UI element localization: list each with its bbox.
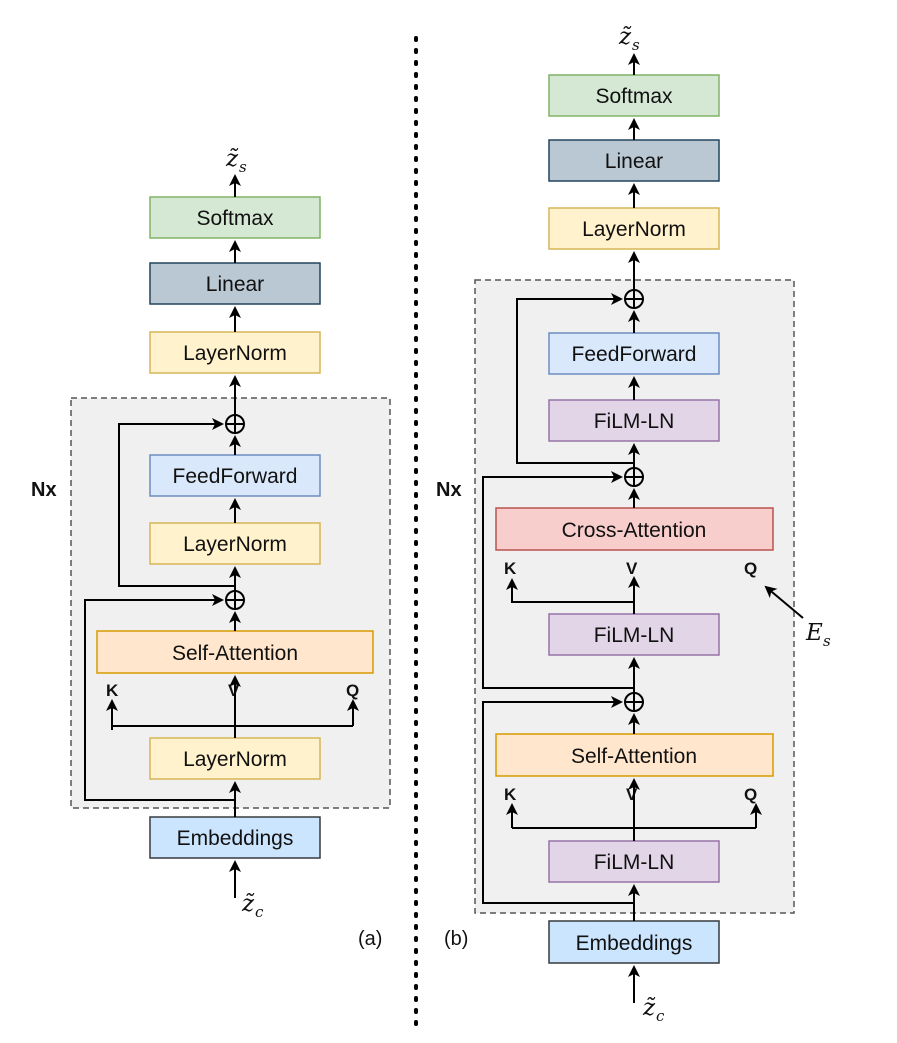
panel-b-linear-block: Linear <box>548 139 720 182</box>
panel-a-self-attention-block: Self-Attention <box>96 630 374 674</box>
panel-b-layernorm-top-block: LayerNorm <box>548 207 720 250</box>
svg-text:c: c <box>255 903 264 921</box>
panel-b-self-attention-block: Self-Attention <box>495 733 774 777</box>
panel-b-caption: (b) <box>444 928 468 950</box>
svg-text:s: s <box>823 632 831 650</box>
svg-text:z̃: z̃ <box>618 24 632 50</box>
panel-a-linear-block: Linear <box>149 262 321 305</box>
svg-text:E: E <box>805 620 823 646</box>
svg-text:Embeddings: Embeddings <box>576 932 693 955</box>
svg-text:s: s <box>239 158 247 176</box>
svg-text:LayerNorm: LayerNorm <box>582 218 686 241</box>
svg-text:s: s <box>632 36 640 54</box>
svg-text:FiLM-LN: FiLM-LN <box>594 851 675 874</box>
panel-b-condition-symbol: E s <box>805 620 831 650</box>
panel-a: Nx Softmax Linear LayerNorm FeedForward … <box>31 146 391 950</box>
panel-b-add-node-mid <box>624 467 644 487</box>
svg-text:z̃: z̃ <box>642 995 656 1021</box>
svg-text:z̃: z̃ <box>225 146 239 172</box>
svg-text:LayerNorm: LayerNorm <box>183 533 287 556</box>
panel-b-input-symbol: z̃ c <box>642 995 665 1025</box>
panel-a-k-label: K <box>106 681 119 700</box>
panel-b-film-ln-top-block: FiLM-LN <box>548 399 720 442</box>
panel-b-nx-label: Nx <box>436 479 462 501</box>
panel-a-embeddings-block: Embeddings <box>149 816 321 859</box>
panel-a-input-symbol: z̃ c <box>241 891 264 921</box>
svg-text:Embeddings: Embeddings <box>177 827 294 850</box>
panel-b-embeddings-block: Embeddings <box>548 920 720 964</box>
svg-text:FeedForward: FeedForward <box>173 465 298 488</box>
panel-b-cross-v-label: V <box>626 559 638 578</box>
svg-text:FeedForward: FeedForward <box>572 343 697 366</box>
panel-b-softmax-block: Softmax <box>548 74 720 117</box>
svg-text:LayerNorm: LayerNorm <box>183 342 287 365</box>
panel-b-add-node-bottom <box>624 692 644 712</box>
panel-a-layernorm-top-block: LayerNorm <box>149 331 321 374</box>
panel-b-self-q-label: Q <box>744 785 757 804</box>
svg-text:FiLM-LN: FiLM-LN <box>594 410 675 433</box>
svg-text:z̃: z̃ <box>241 891 255 917</box>
svg-text:Softmax: Softmax <box>196 207 274 230</box>
panel-a-feedforward-block: FeedForward <box>149 454 321 497</box>
panel-a-layernorm-mid-block: LayerNorm <box>149 522 321 565</box>
panel-a-add-node-top <box>225 414 245 434</box>
panel-a-q-label: Q <box>346 681 359 700</box>
panel-b-self-v-label: V <box>626 785 638 804</box>
svg-text:c: c <box>656 1007 665 1025</box>
svg-text:Cross-Attention: Cross-Attention <box>562 519 707 542</box>
panel-a-layernorm-bottom-block: LayerNorm <box>149 737 321 780</box>
panel-a-caption: (a) <box>358 928 382 950</box>
panel-a-output-symbol: z̃ s <box>225 146 247 176</box>
panel-a-add-node-bottom <box>225 590 245 610</box>
panel-b-connectors <box>482 53 804 1003</box>
panel-b-cross-q-label: Q <box>744 559 757 578</box>
panel-b-feedforward-block: FeedForward <box>548 332 720 375</box>
panel-b-output-symbol: z̃ s <box>618 24 640 54</box>
panel-b-self-k-label: K <box>504 785 517 804</box>
panel-b-add-node-top <box>624 289 644 309</box>
panel-b: Nx Softmax Linear LayerNorm FeedForward … <box>436 24 831 1025</box>
svg-text:Self-Attention: Self-Attention <box>571 745 697 768</box>
panel-b-cross-k-label: K <box>504 559 517 578</box>
panel-a-connectors <box>84 174 359 898</box>
panel-b-film-ln-mid-block: FiLM-LN <box>548 613 720 656</box>
svg-text:FiLM-LN: FiLM-LN <box>594 624 675 647</box>
svg-text:Self-Attention: Self-Attention <box>172 642 298 665</box>
panel-b-cross-attention-block: Cross-Attention <box>495 507 774 551</box>
svg-text:LayerNorm: LayerNorm <box>183 748 287 771</box>
svg-text:Softmax: Softmax <box>595 85 673 108</box>
panel-b-film-ln-bottom-block: FiLM-LN <box>548 840 720 883</box>
svg-text:Linear: Linear <box>206 273 264 296</box>
panel-a-softmax-block: Softmax <box>149 196 321 239</box>
panel-a-nx-label: Nx <box>31 479 57 501</box>
svg-text:Linear: Linear <box>605 150 663 173</box>
